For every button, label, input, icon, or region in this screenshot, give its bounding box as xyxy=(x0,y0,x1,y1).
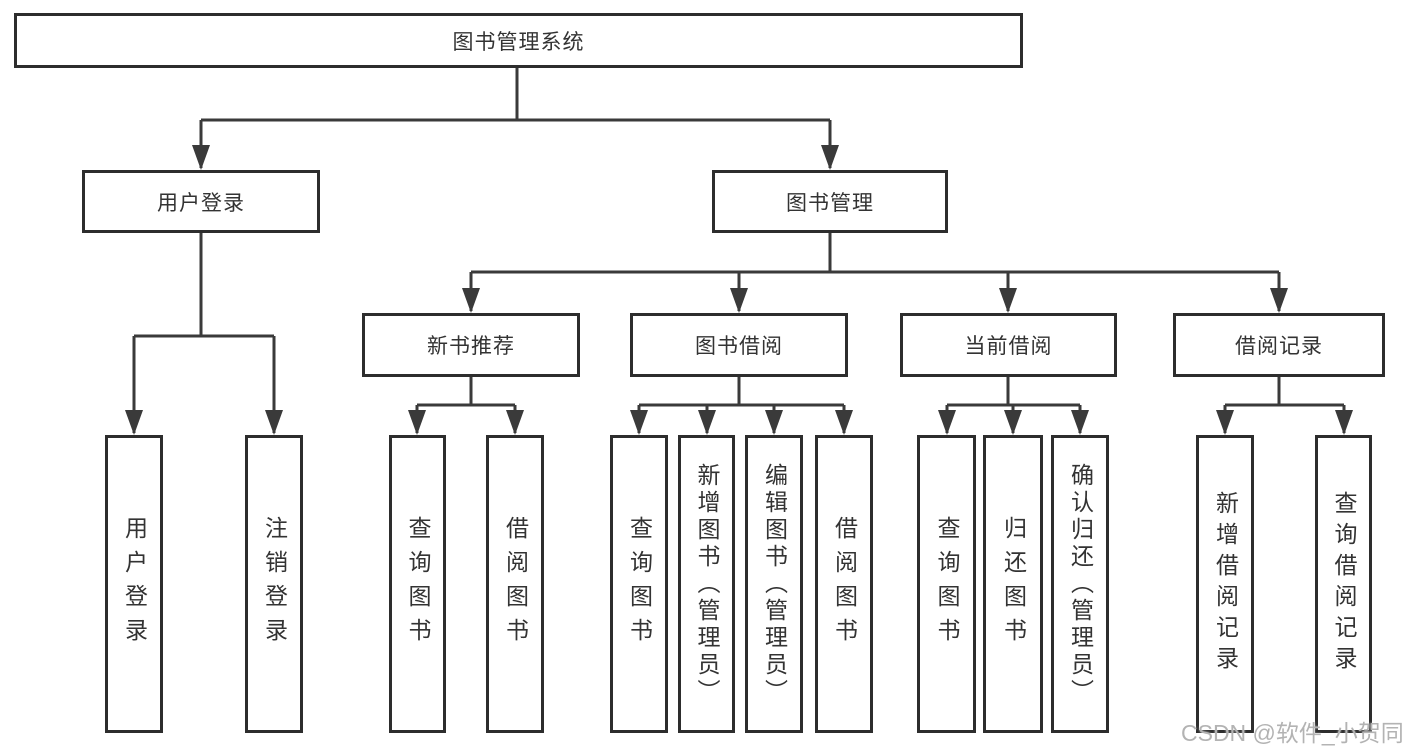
leaf-label: 归还图书 xyxy=(1000,516,1027,652)
leaf-label: 用户登录 xyxy=(121,516,148,652)
leaf-query-books-borrowing: 查询图书 xyxy=(610,435,668,733)
csdn-watermark: CSDN @软件_小贺同学 xyxy=(1181,720,1405,746)
node-borrowing-records: 借阅记录 xyxy=(1173,313,1385,377)
leaf-label: 查询图书 xyxy=(934,516,960,652)
leaf-label: 借阅图书 xyxy=(502,516,529,652)
leaf-label: 新增借阅记录 xyxy=(1212,491,1239,677)
node-new-book-recommendation: 新书推荐 xyxy=(362,313,580,377)
leaf-label: 查询图书 xyxy=(626,516,653,652)
node-current-borrowing: 当前借阅 xyxy=(900,313,1117,377)
leaf-borrow-books-borrowing: 借阅图书 xyxy=(815,435,873,733)
leaf-borrow-books-recommend: 借阅图书 xyxy=(486,435,544,733)
node-label: 图书借阅 xyxy=(695,335,783,358)
leaf-user-login: 用户登录 xyxy=(105,435,163,733)
node-label: 图书管理 xyxy=(786,191,874,215)
leaf-label: 确认归还（管理员） xyxy=(1067,462,1094,706)
leaf-label: 查询图书 xyxy=(405,516,431,652)
leaf-label: 查询借阅记录 xyxy=(1331,491,1357,677)
node-label: 当前借阅 xyxy=(964,335,1053,358)
leaf-logout: 注销登录 xyxy=(245,435,303,733)
leaf-label: 借阅图书 xyxy=(831,516,858,652)
node-user-login: 用户登录 xyxy=(82,170,320,233)
arrow-down-icons xyxy=(125,145,1353,435)
leaf-label: 注销登录 xyxy=(261,516,288,652)
node-label: 借阅记录 xyxy=(1235,335,1323,358)
node-label: 新书推荐 xyxy=(427,335,515,358)
node-label: 图书管理系统 xyxy=(452,30,585,54)
leaf-query-books-current: 查询图书 xyxy=(917,435,976,733)
node-label: 用户登录 xyxy=(157,191,245,215)
leaf-query-books-recommend: 查询图书 xyxy=(389,435,446,733)
node-book-borrowing: 图书借阅 xyxy=(630,313,848,377)
node-book-management: 图书管理 xyxy=(712,170,948,233)
leaf-label: 编辑图书（管理员） xyxy=(761,462,788,706)
leaf-edit-books-admin: 编辑图书（管理员） xyxy=(745,435,803,733)
leaf-confirm-return-admin: 确认归还（管理员） xyxy=(1051,435,1109,733)
leaf-add-borrow-record: 新增借阅记录 xyxy=(1196,435,1254,733)
node-library-management-system: 图书管理系统 xyxy=(14,13,1023,68)
leaf-add-books-admin: 新增图书（管理员） xyxy=(678,435,735,733)
leaf-query-borrow-record: 查询借阅记录 xyxy=(1315,435,1372,733)
leaf-return-books: 归还图书 xyxy=(983,435,1043,733)
leaf-label: 新增图书（管理员） xyxy=(694,462,720,706)
